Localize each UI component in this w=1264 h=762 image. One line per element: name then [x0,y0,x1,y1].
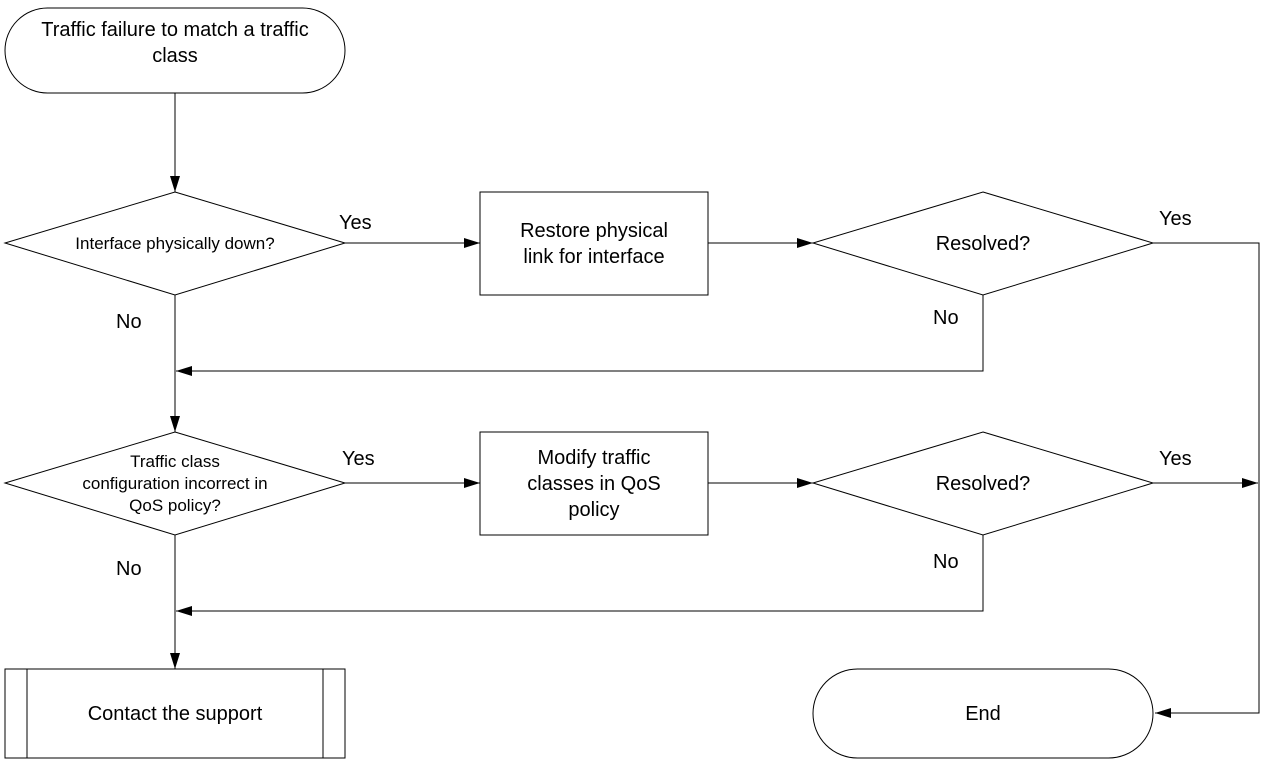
node-text-line: link for interface [523,246,664,268]
label-down-yes: Yes [339,212,372,234]
edge-labels: Yes No Yes No Yes No Yes No [116,208,1192,580]
node-start-text: Traffic failure to match a traffic class [41,19,309,67]
label-config-yes: Yes [342,448,375,470]
node-text-line: Traffic failure to match a traffic [41,19,309,41]
node-text-line: Traffic class [130,452,220,471]
node-decision-config: Traffic class configuration incorrect in Q… [3,431,347,536]
label-config-no: No [116,558,142,580]
predefined-process-shape [4,668,346,759]
decision-shape [811,431,1155,536]
node-text-line: QoS policy? [129,496,221,515]
node-restore: Restore physical link for interface [479,191,709,296]
label-resolved-1-no: No [933,307,959,329]
decision-shape [3,431,347,536]
terminator-shape [4,7,346,94]
process-shape [479,431,709,536]
node-modify-text: Modify traffic classes in QoS policy [527,447,660,521]
label-resolved-1-yes: Yes [1159,208,1192,230]
decision-shape [3,191,347,296]
node-modify: Modify traffic classes in QoS policy [479,431,709,536]
node-resolved-1: Resolved? [811,191,1155,296]
node-resolved-2: Resolved? [811,431,1155,536]
node-text-line: classes in QoS [527,473,660,495]
edge-resolved-1-no [176,295,984,376]
node-resolved-2-text: Resolved? [936,473,1031,495]
node-text-line: Restore physical [520,220,668,242]
node-decision-config-text: Traffic class configuration incorrect in Q… [82,452,267,515]
node-text-line: Interface physically down? [75,234,274,253]
node-restore-text: Restore physical link for interface [520,220,668,268]
connectors [170,93,1260,718]
node-start: Traffic failure to match a traffic class [4,7,346,94]
label-resolved-2-yes: Yes [1159,448,1192,470]
node-text-line: Contact the support [88,703,263,725]
decision-shape [811,191,1155,296]
node-text-line: End [965,703,1001,725]
node-end: End [812,668,1154,759]
edge-resolved-1-yes-to-end [1153,242,1260,718]
node-text-line: policy [568,499,619,521]
node-resolved-1-text: Resolved? [936,233,1031,255]
node-text-line: Resolved? [936,233,1031,255]
node-text-line: Resolved? [936,473,1031,495]
node-text-line: configuration incorrect in [82,474,267,493]
node-text-line: Modify traffic [538,447,651,469]
node-end-text: End [965,703,1001,725]
label-resolved-2-no: No [933,551,959,573]
node-text-line: class [152,45,198,67]
terminator-shape [812,668,1154,759]
node-support: Contact the support [4,668,346,759]
node-support-text: Contact the support [88,703,263,725]
node-decision-down: Interface physically down? [3,191,347,296]
edge-resolved-2-no [176,535,984,616]
process-shape [479,191,709,296]
label-down-no: No [116,311,142,333]
node-decision-down-text: Interface physically down? [75,234,274,253]
